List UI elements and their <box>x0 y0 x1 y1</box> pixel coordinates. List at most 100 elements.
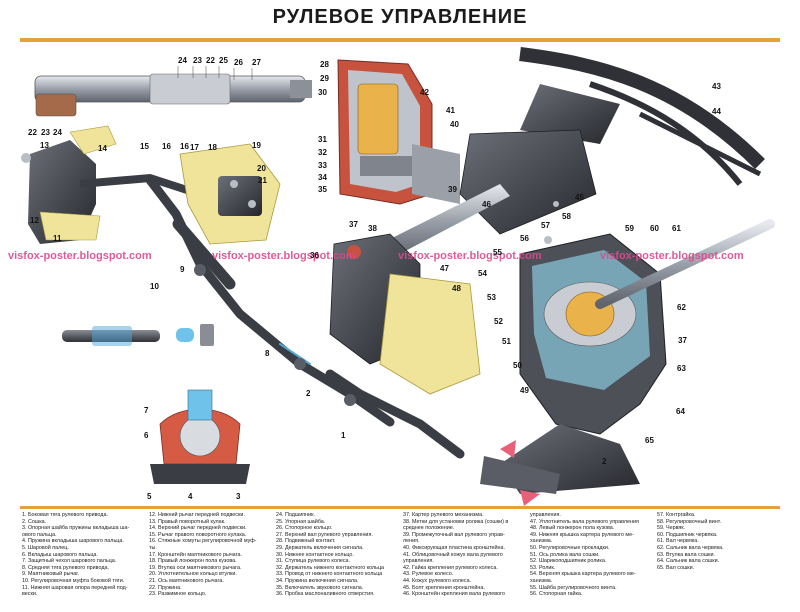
legend-item: 1. Боковая тяга рулевого привода. <box>22 512 108 518</box>
callout-label: 36 <box>310 251 319 260</box>
legend-item: 6. Вкладыш шарового пальца. <box>22 551 98 558</box>
callout-label: 27 <box>252 58 261 67</box>
legend-item: 41. Облицовочный кожух вала рулевого <box>403 551 503 558</box>
callout-label: 45 <box>575 193 584 202</box>
legend-item: 5. Шаровой палец. <box>22 544 69 551</box>
legend-item: 11. Нижняя шаровая опора передней под- <box>22 584 128 591</box>
legend-item: ханизма. <box>530 538 553 545</box>
callout-label: 40 <box>450 120 459 129</box>
callout-label: 44 <box>712 107 721 116</box>
callout-label: 8 <box>265 349 270 358</box>
legend-item: 27. Верхний вал рулевого управления. <box>276 531 373 538</box>
legend-item: 48. Левый лонжерон пола кузова. <box>530 525 615 532</box>
title-divider <box>20 38 780 42</box>
legend-item: вески. <box>22 591 38 598</box>
legend-item: 58. Регулировочный винт. <box>657 518 722 525</box>
legend-item: 45. Болт крепления кронштейна. <box>403 584 485 591</box>
callout-label: 52 <box>494 317 503 326</box>
legend-divider <box>20 506 780 509</box>
callout-label: 32 <box>318 148 327 157</box>
callout-label: 24 <box>178 56 187 65</box>
page-title: РУЛЕВОЕ УПРАВЛЕНИЕ <box>272 6 528 28</box>
steering-diagram: visfox-poster.blogspot.com visfox-poster… <box>0 44 800 506</box>
legend-item: 64. Сальник вала сошки. <box>657 558 720 565</box>
legend-item: управления. <box>530 512 561 518</box>
callout-label: 5 <box>147 492 152 501</box>
legend-item: 63. Втулка вала сошки. <box>657 551 716 558</box>
legend-column: 12. Нижний рычаг передней подвески.13. П… <box>149 512 256 598</box>
callout-label: 39 <box>448 185 457 194</box>
steering-wheel-illustration <box>380 47 765 258</box>
callout-label: 29 <box>320 74 329 83</box>
legend-item: 29. Держатель включения сигнала. <box>276 544 364 551</box>
callout-label: 61 <box>672 224 681 233</box>
legend-item: 23. Разжимное кольцо. <box>149 591 207 598</box>
callout-label: 34 <box>318 173 327 182</box>
callout-label: 53 <box>487 293 496 302</box>
diagram-illustration <box>21 47 775 506</box>
legend-item: 61. Вал червяка. <box>657 538 699 545</box>
callout-label: 55 <box>493 248 502 257</box>
callout-label: 65 <box>645 436 654 445</box>
legend-item: 56. Стопорная гайка. <box>530 591 583 598</box>
legend-item: 31. Ступица рулевого колеса. <box>276 558 351 565</box>
legend-item: 32. Держатель нижнего контактного кольца <box>276 564 385 571</box>
legend-item: 39. Промежуточный вал рулевого управ- <box>403 531 505 538</box>
watermark-center: visfox-poster.blogspot.com <box>398 250 542 262</box>
legend-item: 25. Упорная шайба. <box>276 518 326 525</box>
legend-item: 24. Подшипник. <box>276 512 315 518</box>
callout-label: 42 <box>420 88 429 97</box>
legend-item: 49. Нижняя крышка картера рулевого ме- <box>530 531 634 538</box>
legend-item: 22. Пружина. <box>149 584 182 591</box>
legend-column: 24. Подшипник.25. Упорная шайба.26. Стоп… <box>276 512 384 598</box>
callout-label: 4 <box>188 492 193 501</box>
legend-item: 37. Картер рулевого механизма. <box>403 512 484 518</box>
legend-item: ты. <box>149 544 157 551</box>
legend-item: 8. Средняя тяга рулевого привода. <box>22 564 110 571</box>
legend-item: 42. Гайка крепления рулевого колеса. <box>403 564 498 571</box>
legend-item: 35. Включатель звукового сигнала. <box>276 584 364 591</box>
legend-item: 17. Кронштейн маятникового рычага. <box>149 551 242 558</box>
callout-label: 16 <box>162 142 171 151</box>
steering-linkage-illustration <box>145 175 465 459</box>
watermark-right: visfox-poster.blogspot.com <box>600 250 744 262</box>
legend-item: 50. Регулировочные прокладки. <box>530 544 610 551</box>
legend-item: 46. Кронштейн крепления вала рулевого <box>403 591 505 598</box>
callout-label: 20 <box>257 164 266 173</box>
callout-label: 16 <box>180 142 189 151</box>
callout-label: 3 <box>236 492 241 501</box>
callout-label: 12 <box>30 216 39 225</box>
legend-item: 33. Провод от нижнего контактного кольца <box>276 571 383 578</box>
callout-label: 22 <box>28 128 37 137</box>
legend-item: 54. Верхняя крышка картера рулевого ме- <box>530 571 636 578</box>
legend-item: 59. Червяк. <box>657 525 686 532</box>
callout-label: 50 <box>513 361 522 370</box>
legend-item: 57. Контргайка. <box>657 512 696 518</box>
legend-item: 55. Шайба регулировочного винта. <box>530 584 617 591</box>
callout-label: 18 <box>208 143 217 152</box>
wheel-hub-cutaway-illustration <box>337 59 460 205</box>
legend-item: 13. Правый поворотный кулак. <box>149 518 226 525</box>
callout-label: 9 <box>180 265 185 274</box>
watermark-left: visfox-poster.blogspot.com <box>8 250 152 262</box>
legend-item: 20. Уплотнительное кольцо втулки. <box>149 571 237 578</box>
callout-label: 47 <box>440 264 449 273</box>
callout-label: 6 <box>144 431 149 440</box>
legend-item: среднее положение. <box>403 525 455 532</box>
callout-label: 14 <box>98 144 107 153</box>
callout-label: 25 <box>219 56 228 65</box>
legend-item: ханизма. <box>530 577 553 584</box>
callout-label: 23 <box>41 128 50 137</box>
callout-label: 22 <box>206 56 215 65</box>
callout-label: 23 <box>193 56 202 65</box>
pitman-arm-illustration <box>480 440 560 506</box>
legend-item: 19. Втулка оси маятникового рычага. <box>149 564 242 571</box>
legend-item: 44. Кожух рулевого колеса. <box>403 577 472 584</box>
callout-label: 37 <box>349 220 358 229</box>
callout-label: 38 <box>368 224 377 233</box>
callout-label: 41 <box>446 106 455 115</box>
callout-label: 58 <box>562 212 571 221</box>
legend-item: 51. Ось ролика вала сошки. <box>530 551 600 558</box>
callout-label: 15 <box>140 142 149 151</box>
callout-label: 35 <box>318 185 327 194</box>
